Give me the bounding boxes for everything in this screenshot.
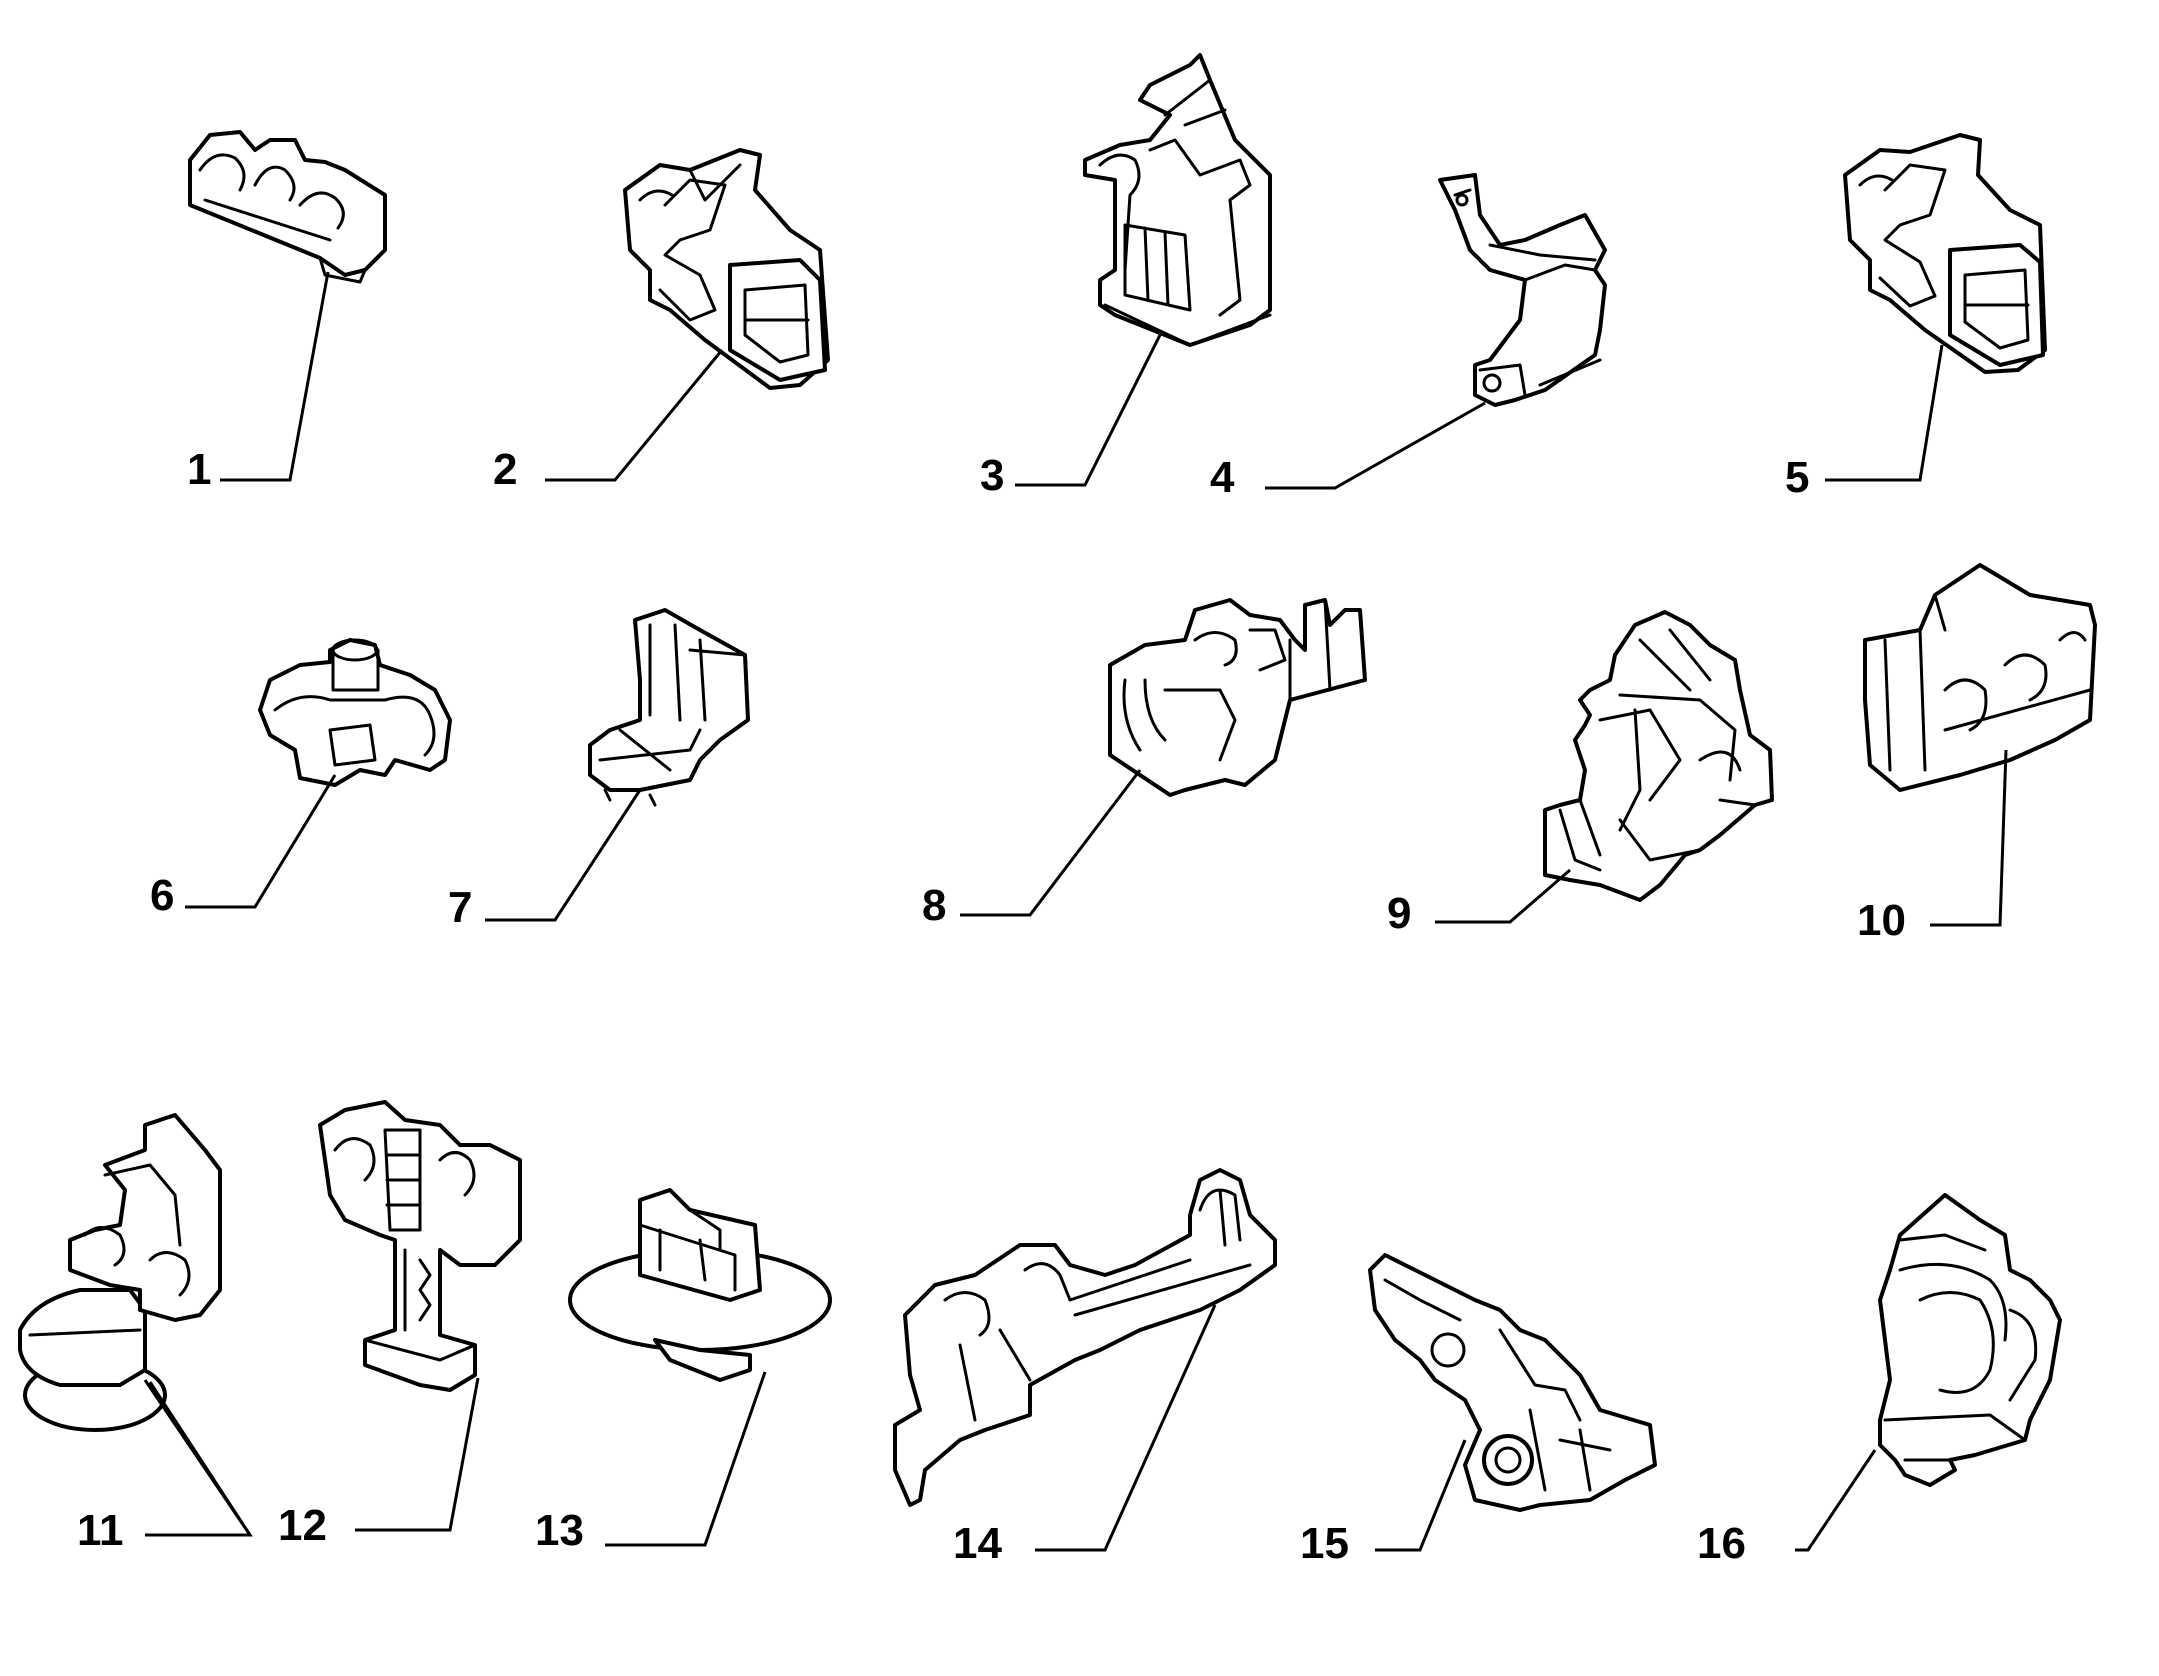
part-2-frame-clip[interactable]	[623, 148, 830, 390]
part-5-frame-clip[interactable]	[1843, 133, 2047, 374]
part-4-bracket[interactable]	[1438, 173, 1607, 407]
callout-1: 1	[187, 445, 211, 494]
part-15-bushing-bracket[interactable]	[1368, 1253, 1657, 1512]
part-16-tall-pin-clip[interactable]	[1878, 1193, 2062, 1487]
callout-4: 4	[1210, 453, 1235, 502]
callout-labels: 1 2 3 4 5 6 7 8 9 10 11 12 13 14 15 16	[77, 445, 1906, 1568]
leader-lines	[143, 271, 2008, 1552]
callout-10: 10	[1857, 896, 1906, 945]
part-3-lever-clip[interactable]	[1083, 53, 1272, 347]
callout-14: 14	[953, 1519, 1002, 1568]
callout-12: 12	[278, 1501, 327, 1550]
callout-15: 15	[1300, 1519, 1349, 1568]
part-6-push-in-clip[interactable]	[258, 638, 452, 787]
part-8-double-clip-body[interactable]	[1108, 598, 1367, 797]
callout-2: 2	[493, 445, 517, 494]
callout-5: 5	[1785, 453, 1809, 502]
part-10-triple-pipe-clip[interactable]	[1863, 563, 2097, 792]
callout-3: 3	[980, 451, 1004, 500]
callout-7: 7	[448, 883, 472, 932]
part-13-oval-base-clip[interactable]	[568, 1188, 832, 1382]
callout-11: 11	[77, 1506, 124, 1555]
part-1-double-pipe-clip[interactable]	[188, 130, 387, 284]
callout-9: 9	[1387, 889, 1411, 938]
part-11-oval-plate-clip[interactable]	[18, 1113, 222, 1432]
part-12-stem-double-clip[interactable]	[318, 1100, 522, 1392]
callout-16: 16	[1697, 1519, 1746, 1568]
part-7-plate-clip[interactable]	[588, 608, 750, 807]
callout-13: 13	[535, 1506, 584, 1555]
callout-6: 6	[150, 871, 174, 920]
part-9-multi-slot-holder[interactable]	[1543, 610, 1774, 902]
part-14-long-bracket[interactable]	[893, 1168, 1277, 1507]
callout-8: 8	[922, 881, 946, 930]
